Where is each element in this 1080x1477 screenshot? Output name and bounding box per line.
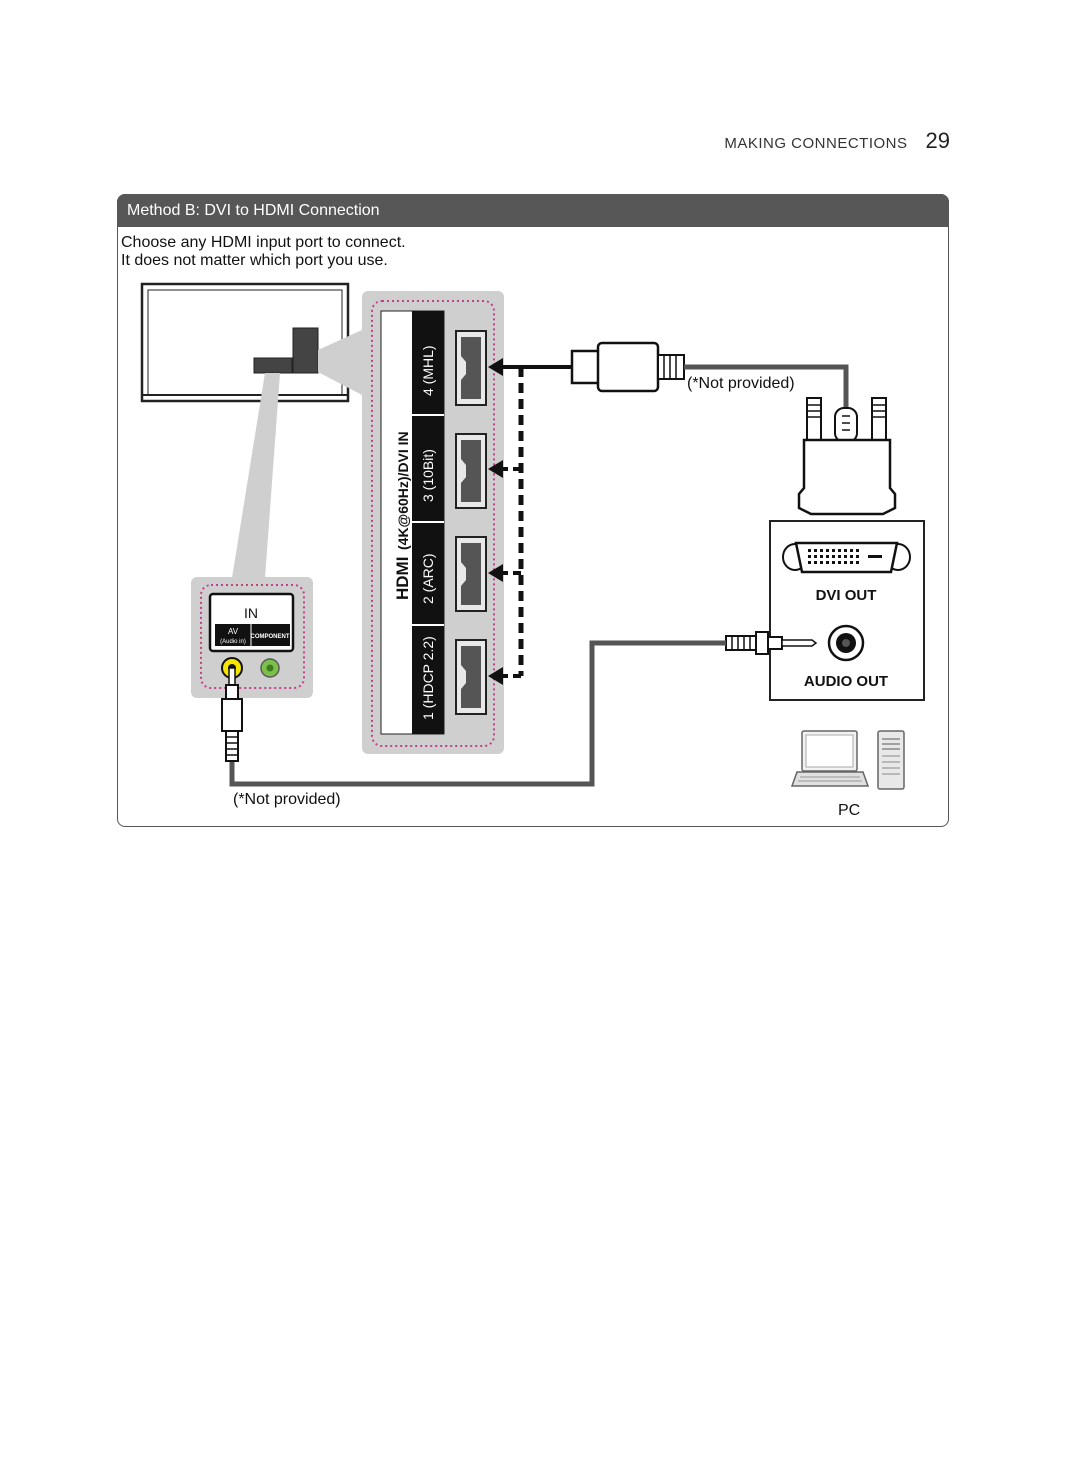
hdmi-port-icon xyxy=(455,433,487,509)
desktop-tower-icon xyxy=(877,730,905,790)
page-header: MAKING CONNECTIONS 29 xyxy=(724,128,950,154)
port-2-label: 2 (ARC) xyxy=(420,553,436,604)
port-1-label: 1 (HDCP 2.2) xyxy=(420,636,436,720)
intro-text: Choose any HDMI input port to connect. I… xyxy=(121,234,406,270)
dvi-port-icon xyxy=(782,541,911,574)
av-label: AV xyxy=(228,627,239,636)
port-4-label: 4 (MHL) xyxy=(420,345,436,396)
hdmi-plug-icon xyxy=(570,341,685,393)
pc-label: PC xyxy=(838,802,861,819)
panel-title: Method B: DVI to HDMI Connection xyxy=(117,194,949,227)
audio-cable-note: (*Not provided) xyxy=(233,791,341,808)
port-3-label: 3 (10Bit) xyxy=(420,449,436,502)
page-number: 29 xyxy=(925,128,950,153)
dvi-out-label: DVI OUT xyxy=(816,587,877,604)
hdmi-panel: HDMI (4K@60Hz)/DVI IN 4 (MHL) 3 (10Bit) … xyxy=(362,291,504,754)
dvi-plug-icon xyxy=(797,397,897,516)
hdmi-port-icon xyxy=(455,639,487,715)
audio-plug-icon xyxy=(221,667,243,762)
dvi-hdmi-cable xyxy=(684,364,849,412)
audio-jack-icon xyxy=(827,624,865,662)
section-title: MAKING CONNECTIONS xyxy=(724,135,908,152)
hdmi-arrows xyxy=(488,358,572,685)
intro-line-2: It does not matter which port you use. xyxy=(121,252,388,269)
audio-plug-icon xyxy=(725,631,818,655)
audio-cable xyxy=(229,640,726,787)
audio-in-label: (Audio in) xyxy=(220,639,246,645)
audio-out-label: AUDIO OUT xyxy=(804,673,888,690)
component-label: COMPONENT xyxy=(251,634,290,640)
intro-line-1: Choose any HDMI input port to connect. xyxy=(121,234,406,251)
hdmi-port-icon xyxy=(455,330,487,406)
laptop-icon xyxy=(790,730,870,787)
tv-back-icon xyxy=(140,282,350,403)
zoom-wedge-hdmi xyxy=(318,330,362,395)
av-in-label: IN xyxy=(244,605,258,621)
av-panel: IN AV (Audio in) COMPONENT xyxy=(191,577,313,698)
hdmi-brand: HDMI xyxy=(393,557,412,600)
hdmi-cable-note: (*Not provided) xyxy=(687,375,795,392)
zoom-wedge-av xyxy=(232,373,280,578)
hdmi-port-icon xyxy=(455,536,487,612)
hdmi-group-label: (4K@60Hz)/DVI IN xyxy=(395,431,411,550)
